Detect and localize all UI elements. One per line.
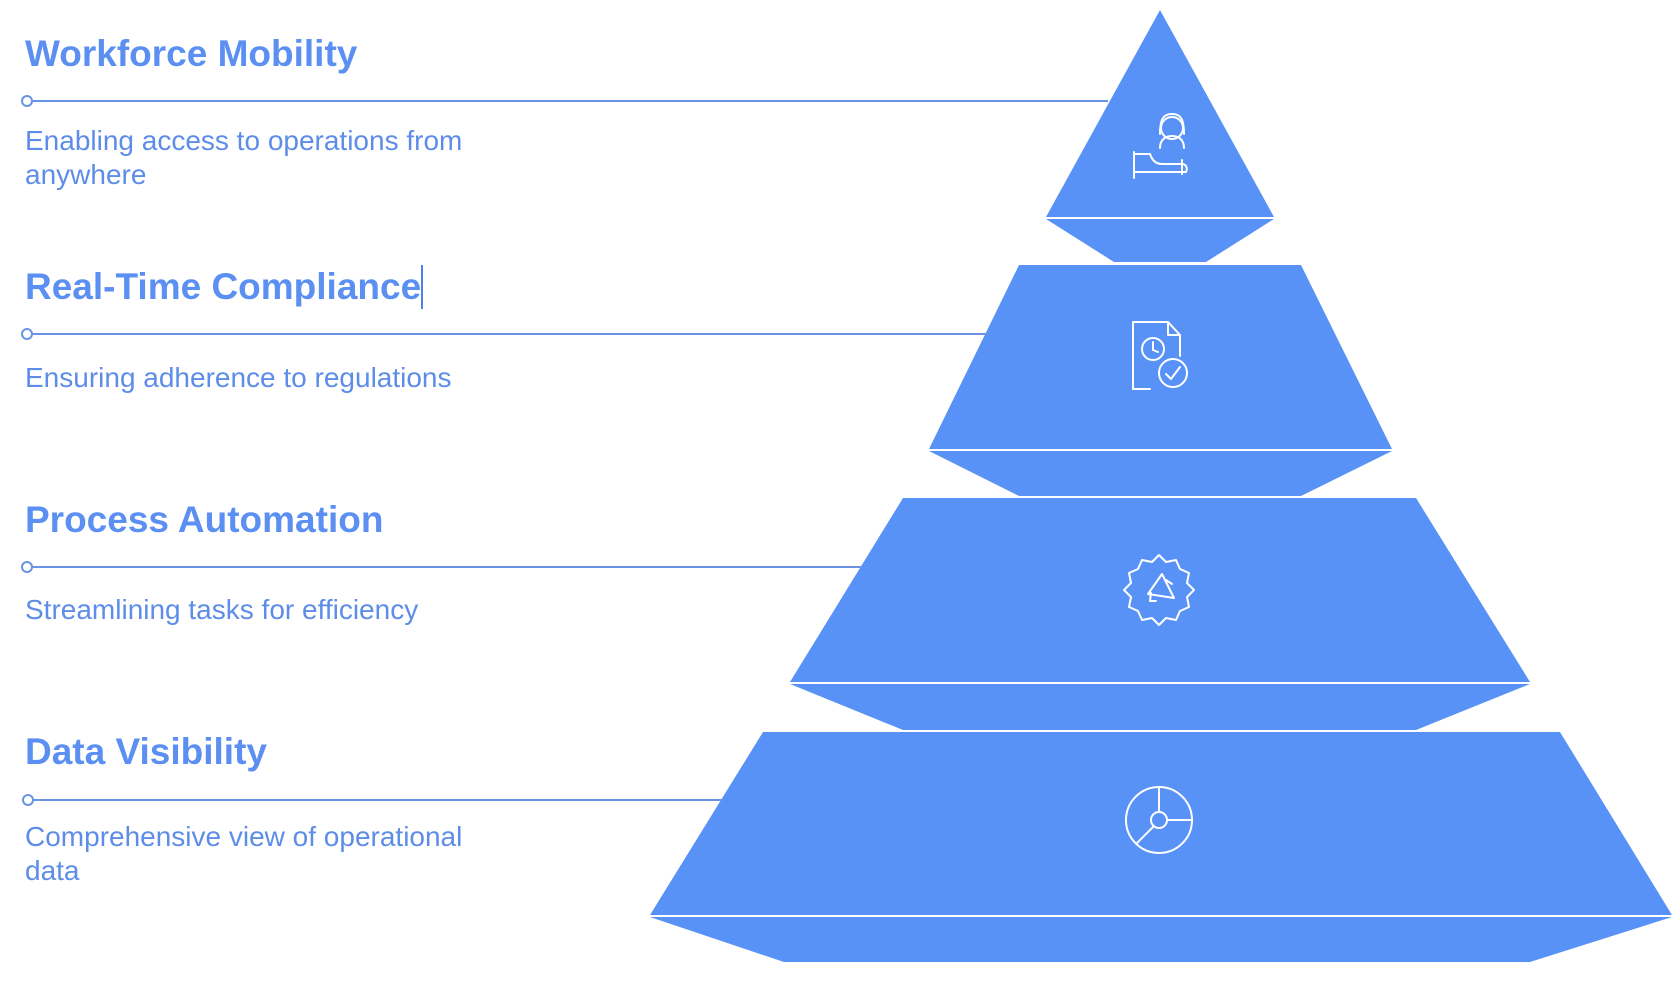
tier-4-face	[650, 732, 1672, 915]
level-1-description: Enabling access to operations from anywh…	[25, 125, 463, 190]
pie-chart-icon	[1125, 786, 1193, 854]
tier-3-base	[790, 684, 1530, 730]
connector-3-dot	[21, 561, 33, 573]
level-2-description: Ensuring adherence to regulations	[25, 362, 452, 393]
level-1-title: Workforce Mobility	[25, 33, 358, 74]
connector-3	[21, 561, 862, 573]
tier-1-face	[1046, 10, 1274, 217]
text-cursor	[421, 265, 423, 309]
level-4-title: Data Visibility	[25, 731, 267, 772]
connector-1	[21, 95, 1108, 107]
pyramid-tier-4	[650, 732, 1672, 962]
tier-1-base	[1046, 219, 1274, 262]
tier-4-base	[650, 917, 1672, 962]
tier-2-base	[929, 451, 1392, 496]
connector-2	[21, 328, 988, 340]
connector-2-dot	[21, 328, 33, 340]
document-clock-check-icon	[1132, 321, 1188, 390]
tier-3-face	[790, 498, 1530, 682]
level-2-title[interactable]: Real-Time Compliance	[25, 266, 422, 307]
level-4-description: Comprehensive view of operational data	[25, 821, 463, 886]
level-3-description: Streamlining tasks for efficiency	[25, 594, 419, 625]
connector-1-dot	[21, 95, 33, 107]
pyramid-tier-1	[1046, 10, 1274, 262]
connector-4	[22, 794, 723, 806]
level-3-title: Process Automation	[25, 499, 384, 540]
person-at-desk-icon	[1133, 113, 1188, 179]
pyramid-tier-3	[790, 498, 1530, 730]
gear-megaphone-icon	[1123, 554, 1195, 626]
connector-4-dot	[22, 794, 34, 806]
